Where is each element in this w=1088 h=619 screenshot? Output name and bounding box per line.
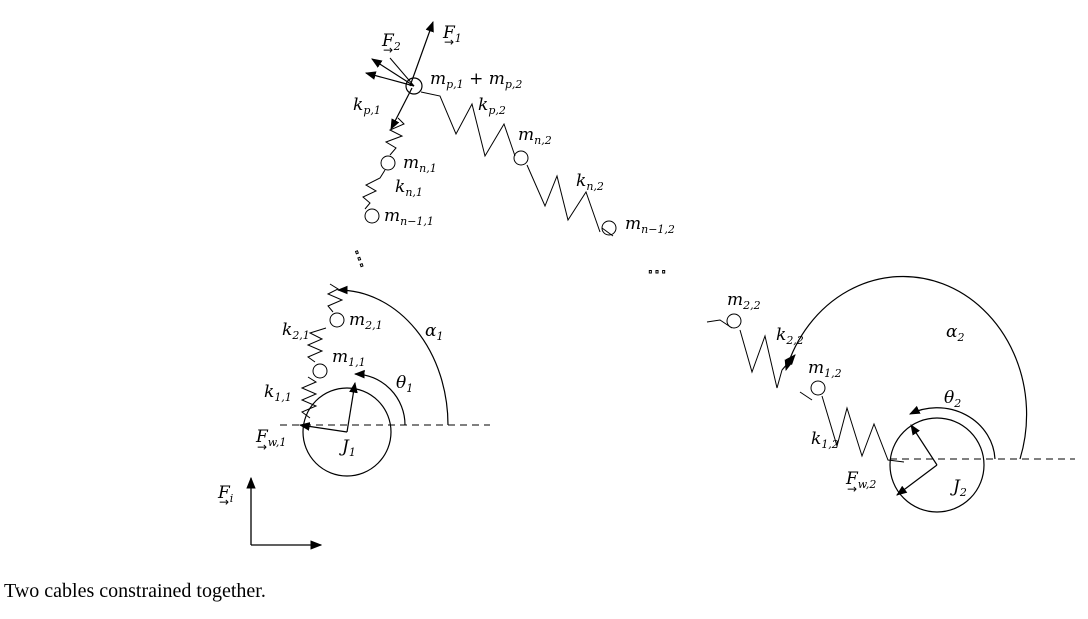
wheel-2 [889,417,1075,513]
label-m21: m2,1 [349,310,383,332]
label-theta2: θ2 [944,388,961,410]
label-mn1: mn,1 [403,153,437,175]
label-force-1: F1 [442,23,462,45]
label-J1: J1 [339,437,356,459]
kp1-force-arrow [390,87,413,130]
common-point-mass [405,77,423,95]
label-theta1: θ1 [396,373,413,395]
theta-1-arc [353,369,406,426]
theta-2-arc [909,405,996,460]
alpha-1-arc [336,285,449,426]
inertial-frame-axes [246,476,323,550]
two-cable-diagram: ⋮ ⋯ F1 → F2 → [217,20,1075,550]
svg-text:→: → [444,35,454,49]
label-k21: k2,1 [282,320,310,342]
label-m12: m1,2 [808,358,842,380]
label-k12: k1,2 [811,429,839,451]
force-arrows-common-point [364,20,434,87]
label-kp1: kp,1 [353,95,381,117]
figure-caption: Two cables constrained together. [4,580,266,602]
svg-text:→: → [847,482,857,496]
label-common-mass: mp,1 + mp,2 [430,69,522,91]
alpha-2-arc [784,275,1028,460]
svg-text:→: → [257,440,267,454]
label-m11: m1,1 [332,347,366,369]
label-kn2: kn,2 [576,171,604,193]
label-mn2: mn,2 [518,125,552,147]
svg-text:→: → [383,43,393,57]
label-mn-minus1-1: mn−1,1 [384,206,434,228]
label-J2: J2 [950,477,967,499]
label-kp2: kp,2 [478,95,506,117]
label-force-2: F2 [381,31,401,53]
label-force-w2: Fw,2 [845,469,876,491]
cable-2: ⋯ [420,91,905,463]
label-force-w1: Fw,1 [255,427,286,449]
label-force-inertial: Fi [217,483,233,505]
label-k22: k2,2 [776,325,804,347]
label-m22: m2,2 [727,290,761,312]
svg-text:⋯: ⋯ [647,259,667,283]
svg-text:→: → [219,495,229,509]
label-k11: k1,1 [264,382,292,404]
svg-text:⋮: ⋮ [346,243,373,272]
label-alpha1: α1 [425,321,443,343]
wheel-1 [280,381,490,477]
label-kn1: kn,1 [395,177,423,199]
label-alpha2: α2 [946,322,964,344]
cable-1: ⋮ [300,117,405,419]
label-mn-minus1-2: mn−1,2 [625,214,675,236]
